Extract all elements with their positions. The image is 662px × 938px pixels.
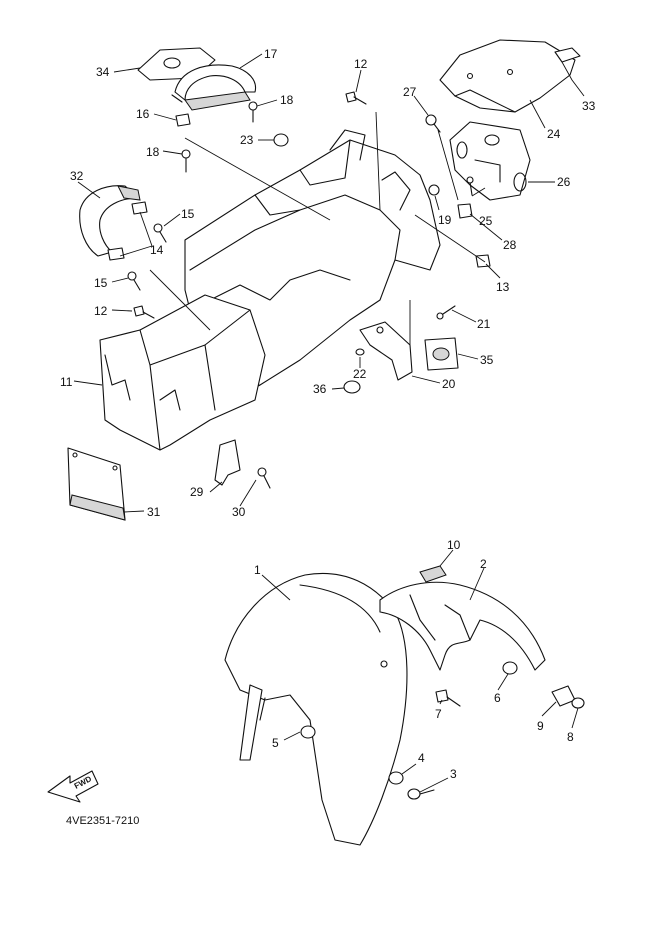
part-33-emblem — [554, 47, 581, 63]
part-5-grommet — [300, 725, 316, 739]
part-7-bolt — [435, 689, 461, 707]
part-35-reflector — [424, 337, 459, 371]
callout-31: 31 — [147, 505, 161, 519]
callout-14: 14 — [150, 243, 164, 257]
callout-30: 30 — [232, 505, 246, 519]
part-17-strap — [171, 64, 257, 111]
callout-7: 7 — [435, 707, 442, 721]
callout-12: 12 — [354, 57, 368, 71]
forward-arrow-icon: FWD — [47, 770, 99, 803]
callout-16: 16 — [136, 107, 150, 121]
callout-13: 13 — [496, 280, 510, 294]
callout-29: 29 — [190, 485, 204, 499]
part-2-inner-fender — [379, 581, 546, 671]
part-20-bracket — [359, 321, 413, 381]
callout-10: 10 — [447, 538, 461, 552]
callout-18: 18 — [280, 93, 294, 107]
callout-4: 4 — [418, 751, 425, 765]
part-12-bolt-b — [133, 305, 155, 319]
callout-28: 28 — [503, 238, 517, 252]
part-22-washer — [355, 348, 365, 356]
part-14-clip — [107, 201, 148, 261]
callout-21: 21 — [477, 317, 491, 331]
callout-26: 26 — [557, 175, 571, 189]
part-26-bracket — [449, 121, 531, 201]
part-32-strap — [79, 185, 141, 257]
callout-36: 36 — [313, 382, 327, 396]
part-8-nut — [571, 697, 585, 709]
callout-6: 6 — [494, 691, 501, 705]
callout-9: 9 — [537, 719, 544, 733]
part-29-bracket — [214, 439, 241, 486]
callout-24: 24 — [547, 127, 561, 141]
callout-25: 25 — [479, 214, 493, 228]
part-31-flap — [67, 447, 126, 521]
callout-11: 11 — [60, 375, 73, 389]
callout-27: 27 — [403, 85, 417, 99]
callout-19: 19 — [438, 213, 452, 227]
callout-33: 33 — [582, 99, 596, 113]
part-23-grommet — [273, 133, 289, 147]
callout-34: 34 — [96, 65, 110, 79]
part-15-screw-b — [127, 271, 141, 291]
callout-22: 22 — [353, 367, 367, 381]
part-28-clip — [457, 203, 473, 219]
part-11-tray — [99, 294, 266, 451]
callout-35: 35 — [480, 353, 494, 367]
callout-1: 1 — [254, 563, 261, 577]
callout-8: 8 — [567, 730, 574, 744]
part-15-screw-a — [153, 223, 167, 243]
callout-15: 15 — [94, 276, 108, 290]
part-19-nut — [428, 184, 440, 196]
fork-stay — [239, 684, 263, 761]
callout-17: 17 — [264, 47, 278, 61]
callout-18: 18 — [146, 145, 160, 159]
part-4-collar — [388, 771, 404, 785]
part-12-bolt-a — [345, 91, 367, 105]
callout-32: 32 — [70, 169, 84, 183]
part-24-rear-cowl — [439, 39, 576, 113]
part-18-rivet-a — [248, 101, 258, 123]
part-30-screw — [257, 467, 271, 489]
part-21-screw — [436, 305, 456, 320]
callout-20: 20 — [442, 377, 456, 391]
callout-3: 3 — [450, 767, 457, 781]
part-36-nut — [343, 380, 361, 394]
callout-15: 15 — [181, 207, 195, 221]
part-6-collar — [502, 661, 518, 675]
part-27-bolt — [425, 114, 441, 133]
diagram-code: 4VE2351-7210 — [66, 815, 139, 827]
leader-lines — [73, 53, 585, 793]
part-18-rivet-b — [181, 149, 191, 173]
part-25-screw — [466, 176, 474, 196]
callout-23: 23 — [240, 133, 254, 147]
part-3-bolt — [407, 788, 435, 800]
callout-12: 12 — [94, 304, 108, 318]
part-10-emblem — [419, 565, 447, 583]
callouts: 34 17 12 27 33 16 18 23 24 18 26 32 15 1… — [60, 47, 596, 781]
part-16-clip — [175, 113, 191, 127]
callout-2: 2 — [480, 557, 487, 571]
callout-5: 5 — [272, 736, 279, 750]
